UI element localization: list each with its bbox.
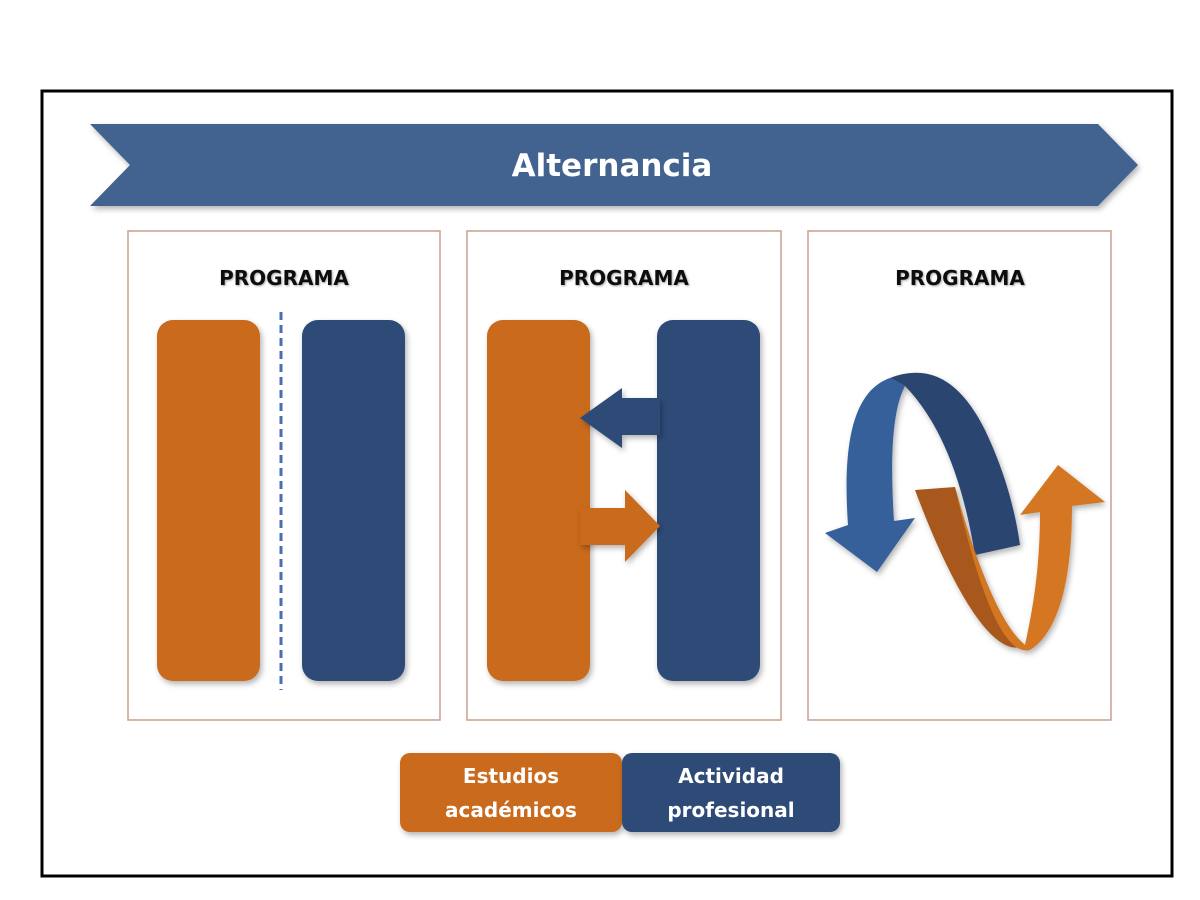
arrow-right-icon bbox=[580, 490, 660, 562]
legend-academic-line1: Estudios bbox=[463, 764, 559, 788]
professional-block bbox=[302, 320, 405, 681]
panel-title: PROGRAMA bbox=[559, 266, 689, 290]
academic-block bbox=[157, 320, 260, 681]
banner-arrow: Alternancia bbox=[90, 124, 1138, 206]
legend-academic-line2: académicos bbox=[445, 798, 577, 822]
professional-block bbox=[657, 320, 760, 681]
panel-cycle: PROGRAMA bbox=[807, 230, 1112, 721]
panel-exchange: PROGRAMA bbox=[466, 230, 782, 721]
banner-title: Alternancia bbox=[512, 148, 713, 184]
legend-professional-line2: profesional bbox=[667, 798, 794, 822]
panel-separated: PROGRAMA bbox=[127, 230, 441, 721]
legend-academic: Estudios académicos bbox=[400, 753, 622, 832]
legend-professional: Actividad profesional bbox=[622, 753, 840, 832]
panel-title: PROGRAMA bbox=[219, 266, 349, 290]
arrow-left-icon bbox=[580, 388, 660, 448]
cycle-arrows-icon bbox=[825, 372, 1105, 651]
academic-block bbox=[487, 320, 590, 681]
panel-title: PROGRAMA bbox=[895, 266, 1025, 290]
legend-professional-line1: Actividad bbox=[678, 764, 784, 788]
